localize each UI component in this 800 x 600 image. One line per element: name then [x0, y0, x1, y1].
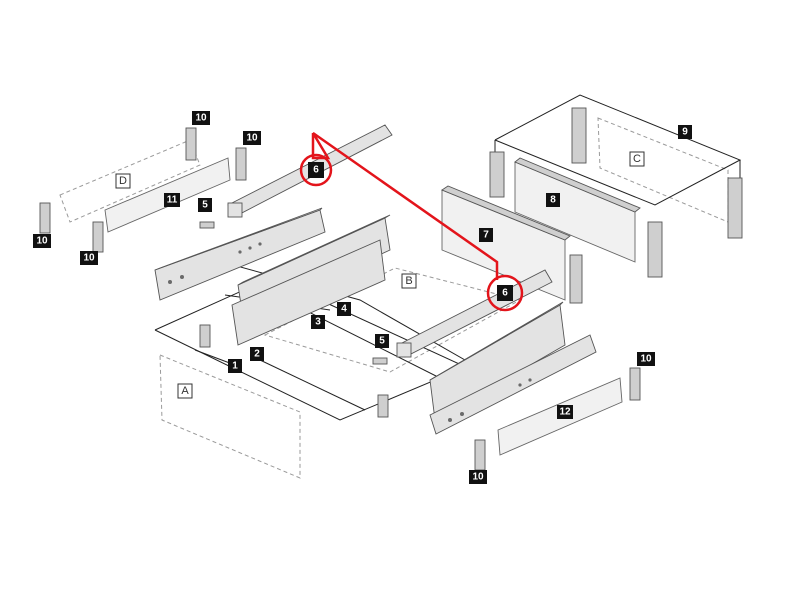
bracket-10-d [92, 221, 104, 253]
callout-12: 12 [557, 405, 573, 419]
svg-text:A: A [181, 385, 189, 397]
svg-text:2: 2 [254, 349, 260, 360]
left-runner [154, 207, 326, 301]
panel-letter-d: D [115, 173, 131, 189]
bracket-10-b [235, 147, 247, 181]
callout-9: 9 [678, 125, 692, 139]
svg-text:3: 3 [315, 317, 321, 328]
svg-text:12: 12 [559, 407, 571, 418]
svg-text:10: 10 [36, 236, 48, 247]
callout-10-e: 10 [637, 352, 655, 366]
svg-text:10: 10 [640, 354, 652, 365]
bracket-10-a [185, 127, 197, 161]
callout-2: 2 [250, 347, 264, 361]
svg-text:1: 1 [232, 361, 238, 372]
svg-text:10: 10 [83, 253, 95, 264]
side-panel-4 [231, 239, 386, 346]
panel-d-outline [59, 139, 201, 223]
back-panel-8 [514, 157, 641, 263]
highlight-connector [299, 131, 524, 312]
screw-5-right [372, 357, 388, 365]
front-fixing-clip-1 [199, 324, 211, 348]
svg-text:11: 11 [167, 195, 178, 206]
back-panel-7 [441, 185, 571, 301]
svg-text:6: 6 [502, 288, 508, 299]
svg-text:10: 10 [195, 113, 207, 124]
svg-text:10: 10 [246, 133, 258, 144]
rear-bracket-right-9 [569, 177, 743, 304]
right-drawer-side [429, 301, 566, 421]
callout-7: 7 [479, 228, 493, 242]
panel-letter-c: C [629, 151, 645, 167]
panel-letter-b: B [401, 273, 417, 289]
callout-5-left: 5 [198, 198, 212, 212]
svg-text:9: 9 [682, 127, 688, 138]
callout-10-d: 10 [80, 251, 98, 265]
screw-5-left [199, 221, 215, 229]
svg-text:B: B [405, 275, 412, 287]
bracket-10-e [629, 367, 641, 401]
callout-10-a: 10 [192, 111, 210, 125]
front-fixing-clip-right [377, 394, 389, 418]
rear-bracket-left-9 [489, 107, 587, 198]
callout-6-bottom: 6 [497, 285, 513, 301]
right-runner [429, 334, 597, 435]
svg-text:6: 6 [313, 165, 319, 176]
callout-4: 4 [337, 302, 351, 316]
svg-text:10: 10 [472, 472, 484, 483]
bracket-10-c [39, 202, 51, 234]
panel-a-outline [159, 354, 301, 479]
callout-10-c: 10 [33, 234, 51, 248]
svg-text:5: 5 [202, 200, 208, 211]
svg-text:C: C [633, 153, 641, 165]
bracket-10-f [474, 439, 486, 471]
panel-letter-a: A [177, 383, 193, 399]
callout-1: 1 [228, 359, 242, 373]
callout-11: 11 [164, 193, 180, 207]
svg-text:8: 8 [550, 195, 556, 206]
callout-3: 3 [311, 315, 325, 329]
svg-text:5: 5 [379, 336, 385, 347]
svg-text:7: 7 [483, 230, 489, 241]
callout-5-right: 5 [375, 334, 389, 348]
callout-8: 8 [546, 193, 560, 207]
callout-10-b: 10 [243, 131, 261, 145]
callout-10-f: 10 [469, 470, 487, 484]
svg-text:4: 4 [341, 304, 347, 315]
callout-6-top: 6 [308, 162, 324, 178]
gallery-rail-6-bottom [396, 269, 553, 358]
svg-text:D: D [119, 175, 127, 187]
